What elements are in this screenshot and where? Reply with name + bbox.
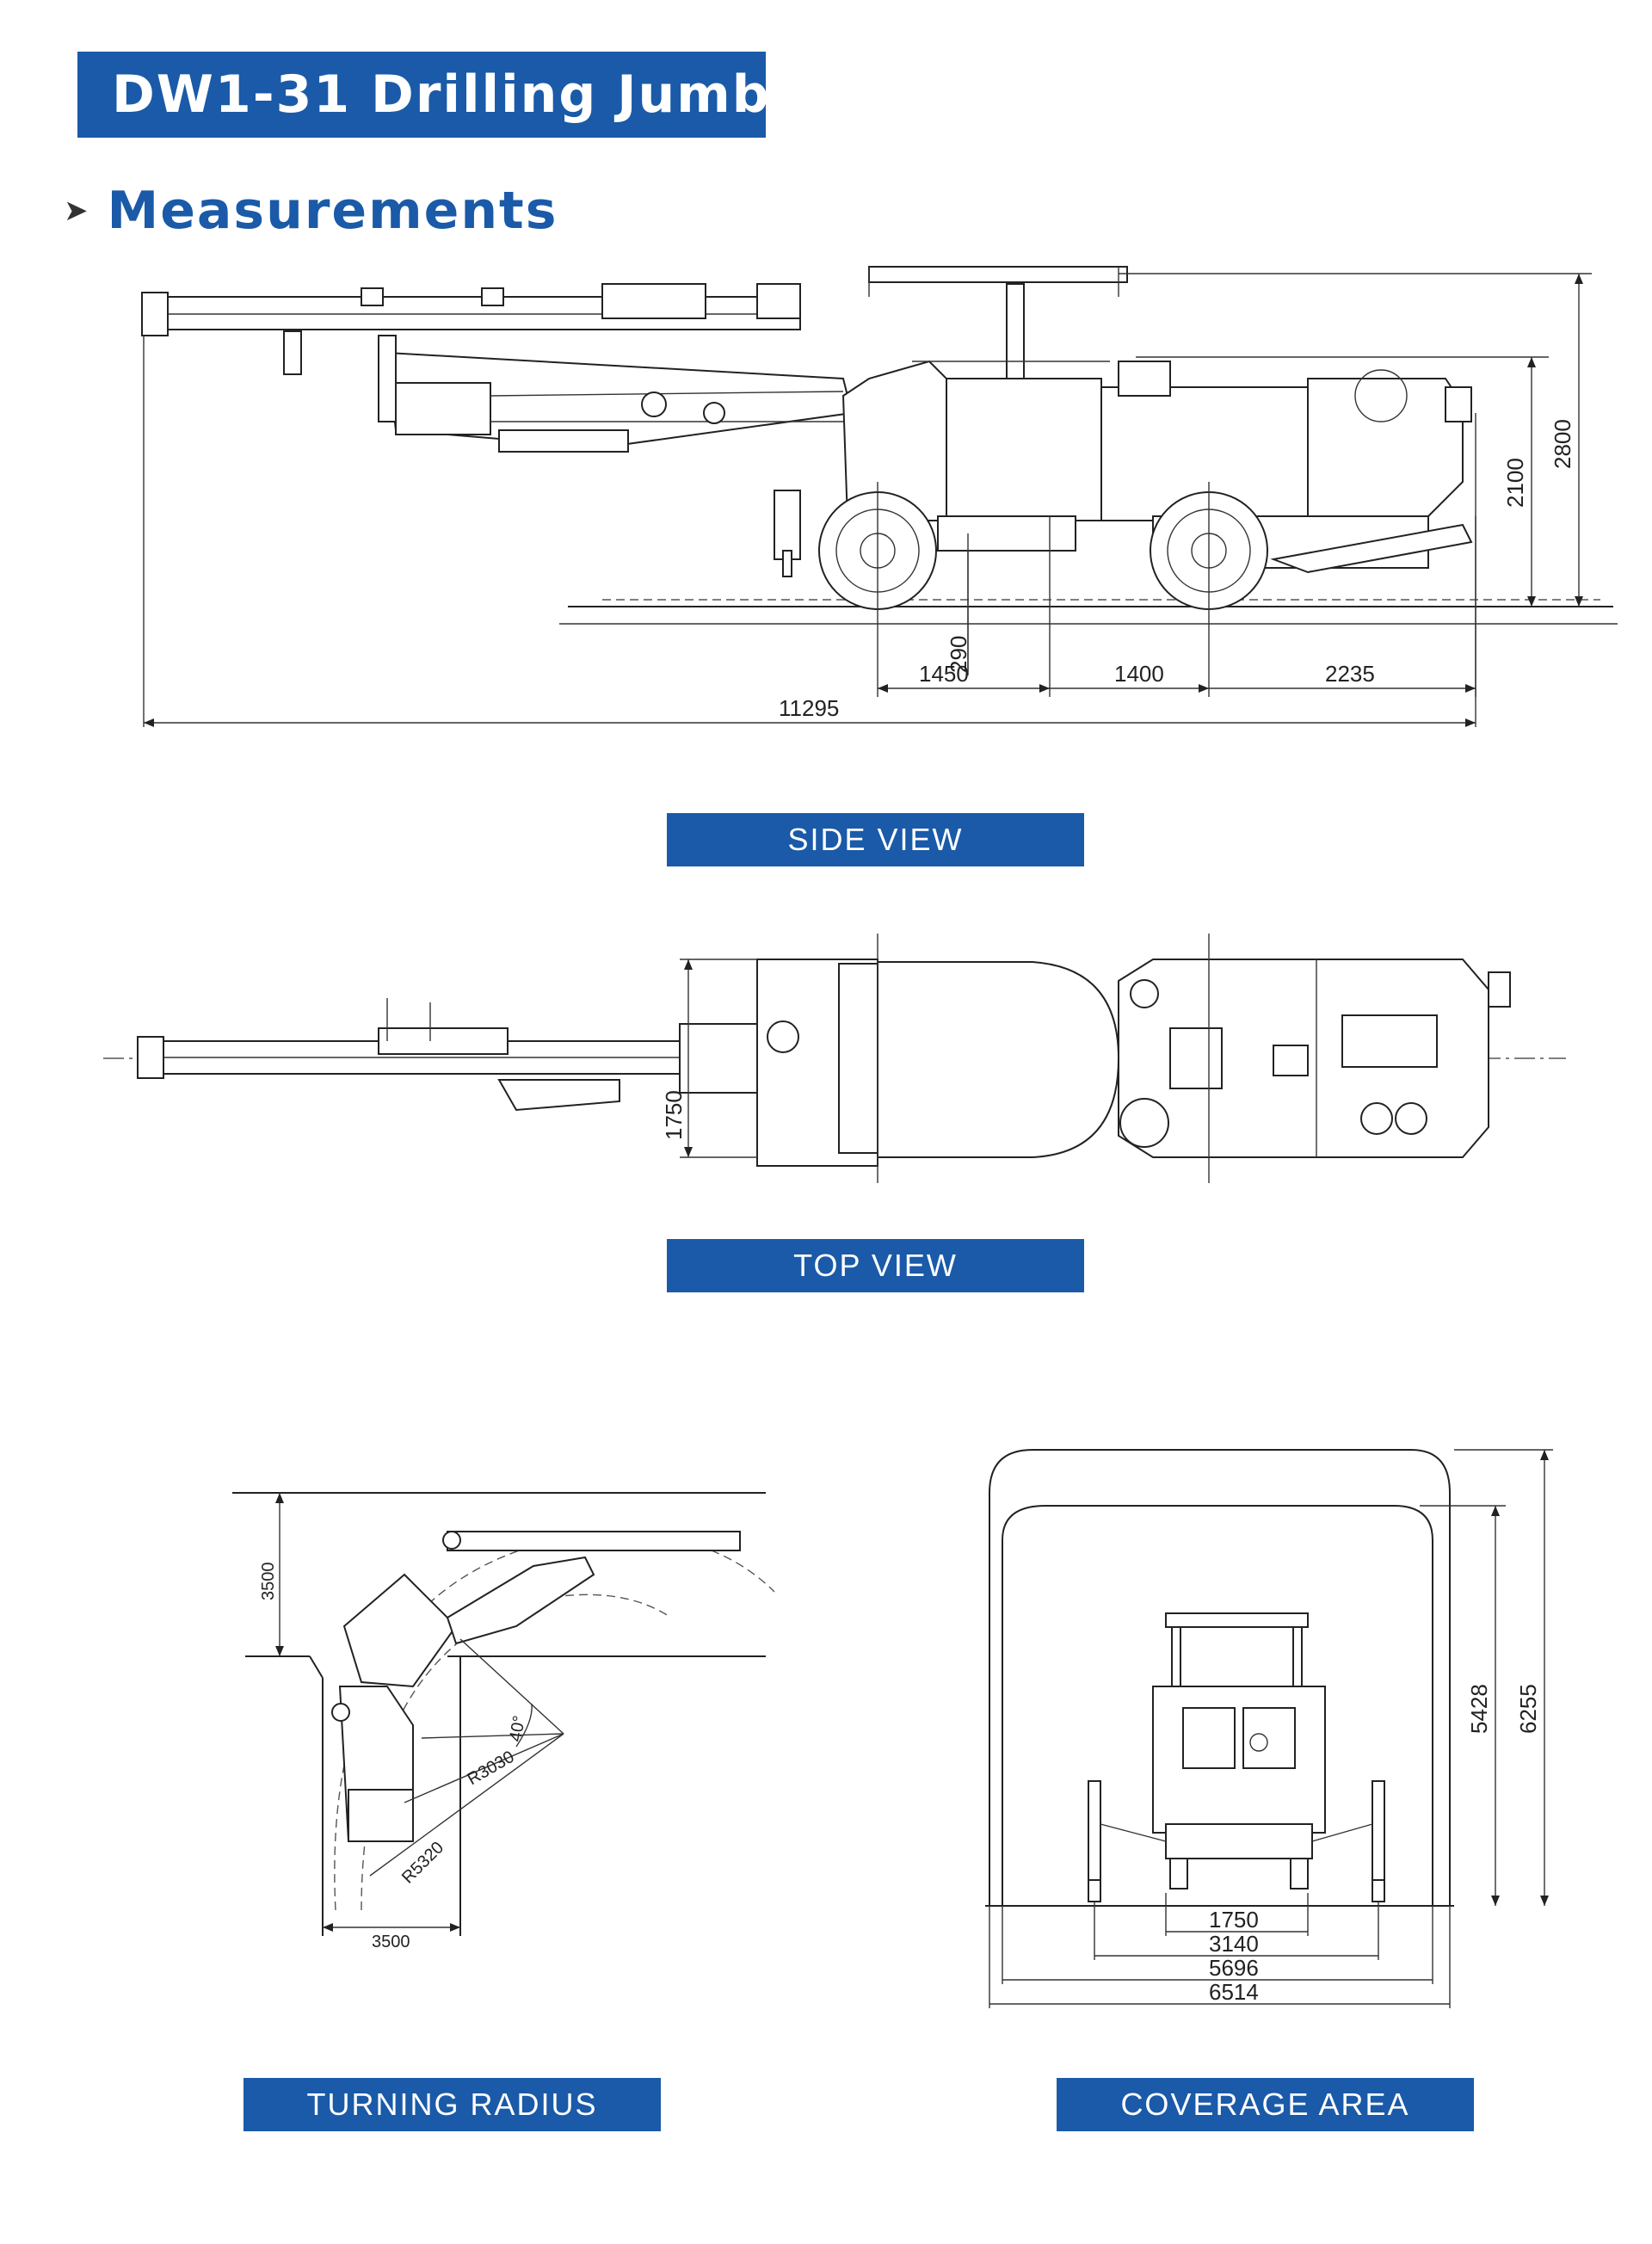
dim-height-6255: 6255 [1515,1684,1541,1734]
dim-1450: 1450 [919,661,969,687]
top-view-label: TOP VIEW [667,1239,1084,1292]
section-heading: ➤ Measurements [64,172,558,250]
side-view-label: SIDE VIEW [667,813,1084,866]
dim-width-6514: 6514 [1209,1979,1259,2005]
dim-height-5428: 5428 [1466,1684,1492,1734]
dim-width-5696: 5696 [1209,1955,1259,1981]
dim-width-1750: 1750 [661,1090,687,1140]
dim-overall-length: 11295 [779,695,839,721]
page-title-bar: DW1-31 Drilling Jumbo [77,52,806,138]
dim-height-2100: 2100 [1502,458,1528,508]
page-title: DW1-31 Drilling Jumbo [112,65,808,125]
dim-2235: 2235 [1325,661,1375,687]
top-view-drawing: 1750 [103,934,1566,1183]
dim-width-1750: 1750 [1209,1907,1259,1933]
coverage-area-drawing: 5428 6255 1750 3140 5696 6514 [985,1449,1553,2008]
dim-angle: 40° [506,1714,529,1743]
chevron-right-icon: ➤ [64,194,89,228]
dim-ground-clearance: 290 [946,636,971,673]
dim-1400: 1400 [1114,661,1164,687]
dim-corridor-3500-vertical: 3500 [259,1563,278,1601]
dim-corridor-3500-horizontal: 3500 [372,1933,410,1951]
coverage-area-label: COVERAGE AREA [1057,2078,1474,2131]
dim-width-3140: 3140 [1209,1931,1259,1957]
turning-radius-drawing: 3500 3500 R3030 R5320 40° [232,1492,775,1951]
dim-outer-radius: R5320 [398,1838,447,1887]
side-view-drawing: 1450 1400 2235 11295 290 2100 2800 [141,266,1618,727]
turning-radius-label: TURNING RADIUS [243,2078,661,2131]
dim-inner-radius: R3030 [465,1748,518,1790]
section-title: Measurements [107,181,558,241]
dim-height-2800: 2800 [1550,419,1575,469]
